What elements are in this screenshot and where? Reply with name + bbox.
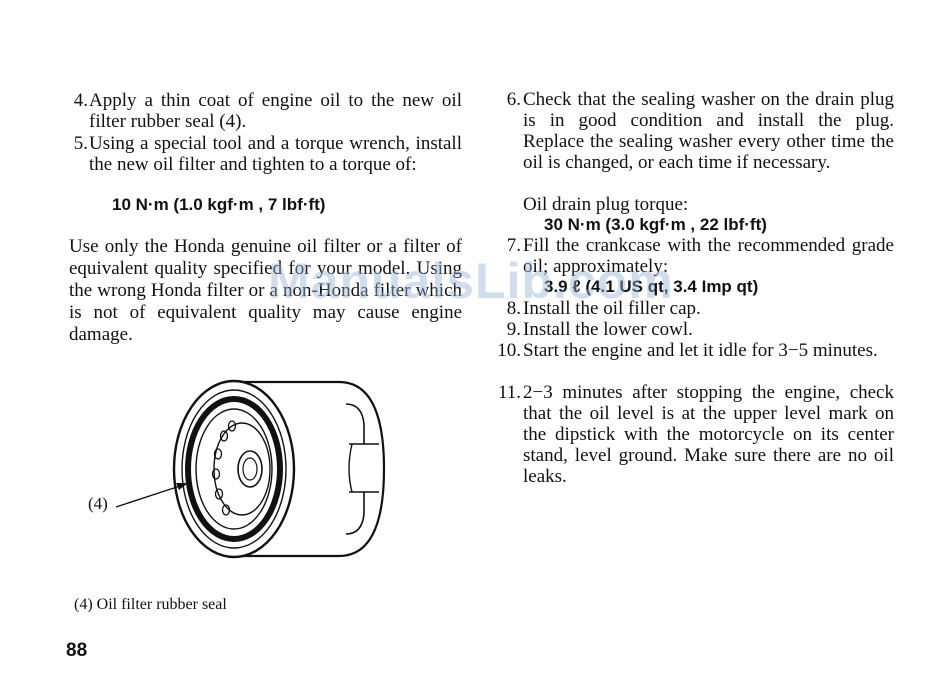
step-number: 8.: [506, 298, 521, 319]
step-4: 4. Apply a thin coat of engine oil to th…: [68, 90, 462, 134]
step-8: 8. Install the oil filler cap.: [494, 298, 894, 320]
filter-torque-spec: 10 N·m (1.0 kgf·m , 7 lbf·ft): [112, 195, 326, 214]
step-text: Start the engine and let it idle for 3−5…: [523, 340, 878, 361]
step-text: 2−3 minutes after stopping the engine, c…: [523, 382, 894, 487]
oil-quantity-spec: 3.9 ℓ (4.1 US qt, 3.4 Imp qt): [544, 277, 759, 296]
step-number: 9.: [506, 319, 521, 340]
watermark: ManualsLib.com: [268, 253, 674, 309]
figure-caption: (4) Oil filter rubber seal: [74, 596, 227, 613]
step-text: Apply a thin coat of engine oil to the n…: [89, 90, 462, 132]
step-text: Using a special tool and a torque wrench…: [89, 133, 462, 175]
step-9: 9. Install the lower cowl.: [494, 319, 894, 341]
step-number: 4.: [73, 90, 88, 111]
oil-filter-illustration: [115, 379, 386, 559]
step-number: 11.: [497, 382, 521, 403]
step-number: 5.: [73, 133, 88, 154]
step-5: 5. Using a special tool and a torque wre…: [68, 133, 462, 199]
filter-warning-note: Use only the Honda genuine oil filter or…: [69, 236, 462, 345]
step-text: Install the oil filler cap.: [523, 298, 701, 319]
step-6-sub: Oil drain plug torque:: [523, 194, 894, 216]
page-number: 88: [66, 640, 88, 661]
step-text: Fill the crankcase with the recommended …: [523, 235, 894, 277]
drain-plug-torque-spec: 30 N·m (3.0 kgf·m , 22 lbf·ft): [544, 215, 767, 234]
step-7: 7. Fill the crankcase with the recommend…: [494, 235, 894, 279]
step-6: 6. Check that the sealing washer on the …: [494, 89, 894, 199]
step-number: 6.: [506, 89, 521, 110]
step-text: Check that the sealing washer on the dra…: [523, 89, 894, 173]
step-11: 11. 2−3 minutes after stopping the engin…: [494, 382, 894, 492]
step-text: Install the lower cowl.: [523, 319, 693, 340]
step-number: 7.: [506, 235, 521, 256]
drain-plug-torque-label: Oil drain plug torque:: [523, 194, 689, 215]
step-number: 10.: [497, 340, 521, 361]
step-10: 10. Start the engine and let it idle for…: [494, 340, 894, 384]
figure-callout-label: (4): [88, 494, 108, 513]
